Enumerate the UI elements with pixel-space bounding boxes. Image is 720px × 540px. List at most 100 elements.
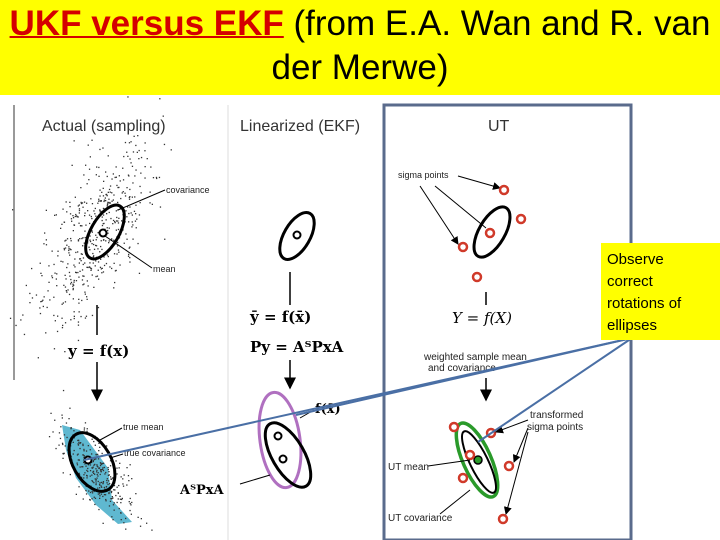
sample-dot	[70, 427, 72, 429]
sample-dot	[80, 442, 82, 444]
sample-dot	[86, 477, 88, 479]
actual-header: Actual (sampling)	[42, 118, 166, 135]
sample-dot	[103, 200, 105, 203]
sample-dot	[76, 454, 79, 456]
sample-dot	[95, 468, 97, 470]
sample-dot	[85, 315, 88, 317]
sample-dot	[116, 486, 118, 488]
sample-dot	[138, 214, 141, 216]
sample-dot	[95, 245, 98, 247]
sample-dot	[99, 484, 101, 486]
ut-cov-pointer	[439, 489, 471, 515]
sample-dot	[138, 272, 141, 274]
sample-dot	[90, 215, 92, 218]
callout-line-2: correct	[607, 273, 653, 290]
sample-dot	[96, 464, 98, 466]
true-covariance-label: true covariance	[124, 448, 186, 458]
sample-dot	[84, 422, 87, 424]
sample-dot	[117, 492, 119, 494]
sample-dot	[81, 269, 84, 271]
sample-dot	[55, 214, 57, 216]
sample-dot	[89, 239, 91, 241]
sample-dot	[140, 192, 142, 194]
sample-dot	[108, 240, 110, 242]
sample-dot	[64, 351, 66, 353]
sample-dot	[129, 497, 131, 500]
sample-dot	[97, 475, 99, 477]
sample-dot	[87, 464, 90, 466]
sample-dot	[78, 473, 80, 475]
sample-dot	[106, 175, 108, 178]
sample-dot	[109, 483, 111, 485]
sample-dot	[81, 237, 83, 240]
sample-dot	[64, 274, 66, 276]
sample-dot	[31, 267, 33, 270]
sample-dot	[102, 462, 105, 464]
sample-dot	[103, 264, 106, 267]
sample-dot	[126, 151, 128, 153]
sample-dot	[116, 245, 119, 247]
sample-dot	[82, 498, 84, 500]
sample-dot	[97, 487, 99, 489]
sample-dot	[93, 440, 95, 443]
sample-dot	[77, 459, 79, 461]
sample-dot	[100, 210, 102, 213]
true-mean-label: true mean	[123, 422, 164, 432]
sample-dot	[102, 469, 105, 472]
sample-dot	[158, 176, 161, 179]
sample-dot	[45, 244, 48, 246]
sample-dot	[129, 206, 131, 208]
sample-dot	[102, 522, 104, 524]
sample-dot	[151, 529, 153, 531]
sample-dot	[170, 149, 172, 151]
sample-dot	[63, 221, 65, 223]
sample-dot	[70, 237, 72, 240]
sample-dot	[124, 141, 127, 144]
sample-dot	[105, 171, 107, 173]
sample-dot	[112, 497, 114, 499]
sample-dot	[113, 509, 115, 511]
sample-dot	[96, 275, 99, 277]
sample-dot	[128, 212, 130, 215]
sample-dot	[48, 281, 50, 283]
sample-dot	[138, 158, 140, 160]
sample-dot	[108, 242, 110, 244]
sample-dot	[85, 465, 87, 467]
sample-dot	[119, 498, 122, 500]
sample-dot	[48, 436, 51, 438]
sample-dot	[107, 466, 109, 469]
sample-dot	[89, 449, 91, 451]
sample-dot	[73, 317, 75, 320]
sample-dot	[139, 185, 141, 188]
sample-dot	[59, 437, 62, 440]
sample-dot	[115, 460, 117, 462]
sample-dot	[54, 272, 56, 274]
sample-dot	[94, 503, 96, 506]
sample-dot	[74, 258, 76, 260]
sample-dot	[117, 222, 120, 224]
sample-dot	[116, 216, 118, 219]
true-mean-pointer	[99, 427, 123, 441]
sample-dot	[117, 498, 119, 500]
sample-dot	[88, 179, 90, 181]
sample-dot	[92, 460, 94, 463]
sample-dot	[77, 271, 79, 274]
sample-dot	[94, 213, 96, 215]
sample-dot	[102, 214, 105, 216]
sample-dot	[97, 202, 99, 204]
sigma-point	[464, 449, 476, 461]
sample-dot	[130, 504, 132, 506]
sample-dot	[91, 438, 93, 440]
sample-dot	[99, 209, 101, 211]
sample-dot	[107, 255, 109, 258]
sample-dot	[88, 246, 90, 248]
sample-dot	[109, 490, 111, 492]
sample-dot	[128, 196, 130, 199]
sample-dot	[42, 299, 44, 301]
sample-dot	[42, 305, 44, 308]
mean-label: mean	[153, 264, 176, 274]
sample-dot	[83, 474, 85, 476]
sample-dot	[72, 441, 74, 443]
sample-dot	[62, 261, 64, 263]
sample-dot	[65, 239, 67, 241]
